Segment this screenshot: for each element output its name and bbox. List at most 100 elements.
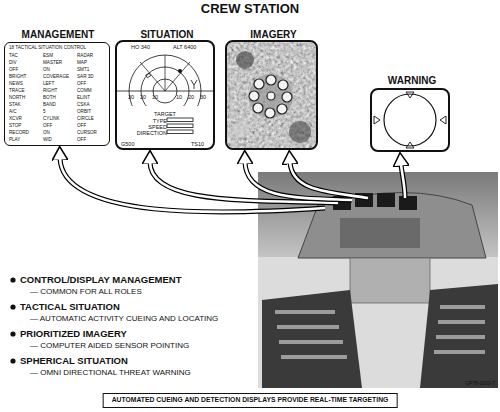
diagram-title: CREW STATION xyxy=(0,2,500,15)
center-console xyxy=(350,258,430,303)
tank xyxy=(267,92,275,100)
target-dot xyxy=(178,69,182,73)
sector-marker xyxy=(406,92,414,98)
display-readout: 10 xyxy=(173,95,185,101)
display-readout: HO 340 xyxy=(131,45,150,51)
key-row xyxy=(440,305,485,309)
display-heading: WARNING xyxy=(360,76,464,86)
bearing-line xyxy=(165,62,190,91)
key-row xyxy=(279,340,343,344)
display-readout: TS10 xyxy=(191,142,204,148)
bullet xyxy=(10,277,15,282)
tank xyxy=(254,79,264,89)
scope-circle xyxy=(384,94,436,146)
feature-heading: CONTROL/DISPLAY MANAGEMENT xyxy=(20,275,182,285)
tank xyxy=(278,80,288,90)
display-heading: MANAGEMENT xyxy=(0,30,123,40)
bearing-line xyxy=(140,62,165,91)
cockpit-screen xyxy=(377,193,395,207)
display-readout: 20 xyxy=(185,95,197,101)
display-arrows xyxy=(60,158,405,212)
track-symbol xyxy=(146,73,151,78)
figure-number: GP78-0200-7 xyxy=(465,381,495,386)
site-pad xyxy=(249,74,293,118)
value-bar xyxy=(167,118,193,122)
menu-cell: ON xyxy=(43,68,50,73)
range-ring xyxy=(129,55,201,106)
bullet xyxy=(10,331,15,336)
feature-heading: PRIORITIZED IMAGERY xyxy=(20,329,127,339)
cockpit-screen xyxy=(399,196,417,210)
menu-cell: OFF xyxy=(9,68,18,73)
display-readout: TYPE xyxy=(117,119,167,125)
menu-cell: STOP xyxy=(9,124,21,129)
menu-cell: MASTER xyxy=(43,61,62,66)
arrow-fill xyxy=(290,162,368,198)
menu-cell: OFF xyxy=(77,124,86,129)
tree-patch xyxy=(289,121,311,143)
menu-cell: NORTH xyxy=(9,96,25,101)
menu-cell: SMT1 xyxy=(77,68,89,73)
feature-detail: — AUTOMATIC ACTIVITY CUEING AND LOCATING xyxy=(30,315,218,323)
display-readout: TARGET xyxy=(117,112,213,118)
tank xyxy=(266,75,276,85)
caption-box: AUTOMATED CUEING AND DETECTION DISPLAYS … xyxy=(103,393,398,408)
display-readout: 20 xyxy=(137,95,149,101)
display-readout: 30 xyxy=(197,95,209,101)
tank-cluster xyxy=(249,75,292,118)
key-row xyxy=(277,325,339,329)
menu-cell: RADAR xyxy=(77,54,93,59)
menu-cell: OFF xyxy=(43,124,52,129)
display-readout: DIRECTION xyxy=(117,131,167,137)
tank xyxy=(265,108,275,118)
menu-cell: BOTH xyxy=(43,96,56,101)
keypad xyxy=(275,305,485,359)
sector-marker xyxy=(374,116,380,124)
menu-cell: A/C xyxy=(9,110,17,115)
menu-cell: CIRCLE xyxy=(77,117,94,122)
key-row xyxy=(438,320,485,324)
tank xyxy=(253,103,263,113)
feature-detail: — OMNI DIRECTIONAL THREAT WARNING xyxy=(30,369,191,377)
menu-cell: XCVR xyxy=(9,117,22,122)
key-row xyxy=(436,335,485,339)
screen-title: 18 TACTICAL SITUATION CONTROL xyxy=(9,46,86,51)
menu-cell: BRIGHT xyxy=(9,75,26,80)
menu-cell: 5 xyxy=(43,110,46,115)
display-readout: SPEED xyxy=(117,125,167,131)
menu-cell: ON xyxy=(43,131,50,136)
threat-scope xyxy=(374,92,446,148)
menu-cell: BAND xyxy=(43,103,56,108)
display-readout: G500 xyxy=(121,142,134,148)
menu-cell: MAP xyxy=(77,61,87,66)
value-bar xyxy=(167,124,193,128)
bullet-list xyxy=(10,277,15,363)
feature-heading: SPHERICAL SITUATION xyxy=(20,356,128,366)
warning-display: WARNING xyxy=(370,88,450,152)
menu-cell: ELINT xyxy=(77,96,90,101)
feature-detail: — COMMON FOR ALL ROLES xyxy=(30,288,142,296)
menu-cell: CYLINK xyxy=(43,117,60,122)
display-readout: ALT 6400 xyxy=(173,45,196,51)
menu-cell: CURSOR xyxy=(77,131,97,136)
menu-cell: COMM xyxy=(77,89,92,94)
key-row xyxy=(275,310,335,314)
bullet xyxy=(10,304,15,309)
menu-cell: STAK xyxy=(9,103,21,108)
display-readout: 30 xyxy=(125,95,137,101)
sector-marker xyxy=(440,116,446,124)
menu-cell: COVERAGE xyxy=(43,75,69,80)
menu-cell: CSKA xyxy=(77,103,90,108)
menu-cell: SAR 3D xyxy=(77,75,94,80)
tree-patch xyxy=(236,51,254,69)
threat-symbol xyxy=(191,80,197,89)
key-row xyxy=(281,355,347,359)
menu-cell: RECORD xyxy=(9,131,29,136)
side-console xyxy=(262,290,362,388)
arrow-fill xyxy=(401,164,405,198)
arrow-outline xyxy=(290,162,368,198)
menu-cell: WID xyxy=(43,138,52,143)
